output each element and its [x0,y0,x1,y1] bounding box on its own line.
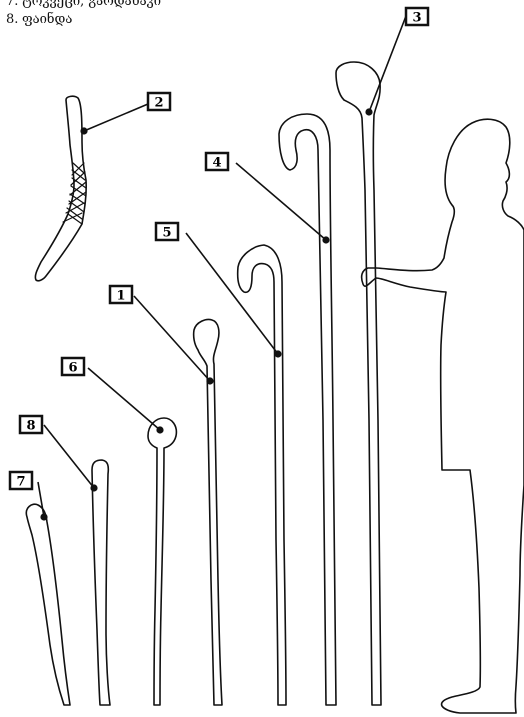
label-text: 4 [212,156,221,171]
staff-7 [26,504,70,705]
staff-5 [238,245,286,705]
label-1: 1 [110,286,132,304]
label-4: 4 [206,153,228,171]
label-text: 8 [26,419,35,434]
label-7: 7 [10,472,32,490]
staff-6 [148,418,176,705]
label-text: 6 [68,361,77,376]
label-text: 2 [154,96,163,111]
label-5: 5 [156,223,178,241]
label-text: 1 [116,289,125,304]
label-2: 2 [148,93,170,111]
staff-4 [279,114,336,705]
label-text: 3 [412,11,421,26]
staff-3 [336,62,381,705]
label-3: 3 [406,8,428,26]
label-text: 7 [16,475,25,490]
label-6: 6 [62,358,84,376]
human-silhouette [362,119,524,713]
staff-1 [194,319,222,705]
label-text: 5 [162,226,171,241]
staff-2-binding [63,163,86,224]
label-8: 8 [20,416,42,434]
staff-8 [92,460,110,705]
